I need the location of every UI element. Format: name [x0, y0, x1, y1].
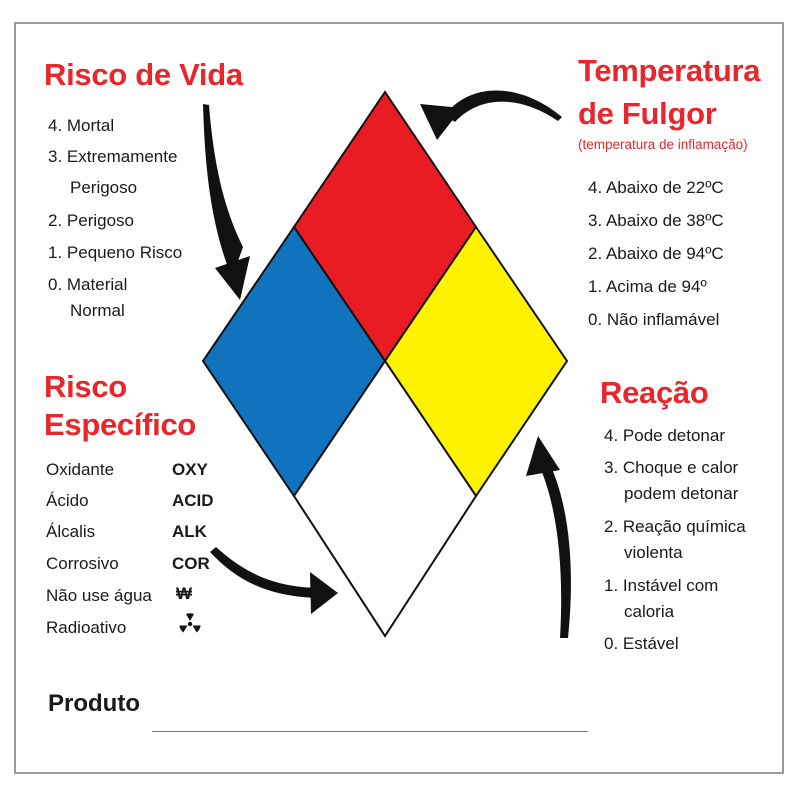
- reactivity-item: caloria: [624, 602, 675, 621]
- health-item: 4. Mortal: [48, 116, 115, 135]
- special-row-label: Radioativo: [46, 618, 127, 637]
- special-row-label: Não use água: [46, 586, 152, 605]
- health-item: 1. Pequeno Risco: [48, 243, 183, 262]
- reactivity-item: podem detonar: [624, 484, 739, 503]
- flammability-title-line1: Temperatura: [578, 53, 761, 88]
- health-item: Normal: [70, 301, 125, 320]
- special-title-line1: Risco: [44, 369, 127, 404]
- arrow-flammability-icon: [445, 90, 562, 122]
- arrow-special-head-icon: [310, 572, 338, 614]
- special-title-line2: Específico: [44, 407, 197, 442]
- reactivity-item: violenta: [624, 543, 683, 562]
- flammability-item: 2. Abaixo de 94ºC: [588, 244, 724, 263]
- flammability-subtitle: (temperatura de inflamação): [578, 137, 748, 152]
- health-title: Risco de Vida: [44, 57, 243, 92]
- reactivity-item: 4. Pode detonar: [604, 426, 725, 445]
- special-row-label: Álcalis: [46, 522, 96, 541]
- flammability-item: 1. Acima de 94º: [588, 277, 707, 296]
- no-water-icon: ₩: [176, 584, 193, 603]
- reactivity-item: 3. Choque e calor: [604, 458, 739, 477]
- health-item: 2. Perigoso: [48, 211, 134, 230]
- flammability-item: 4. Abaixo de 22ºC: [588, 178, 724, 197]
- health-item: 3. Extremamente: [48, 147, 178, 166]
- health-item: 0. Material: [48, 275, 128, 294]
- arrow-health-head-icon: [215, 256, 250, 300]
- flammability-title-line2: de Fulgor: [578, 96, 717, 131]
- flammability-item: 0. Não inflamável: [588, 310, 720, 329]
- special-row-code: ACID: [172, 491, 214, 510]
- arrow-reactivity-head-icon: [526, 436, 560, 476]
- flammability-item: 3. Abaixo de 38ºC: [588, 211, 724, 230]
- special-quadrant: [292, 359, 478, 638]
- special-row-code: OXY: [172, 460, 208, 479]
- produto-label: Produto: [48, 690, 140, 717]
- arrow-health-icon: [203, 104, 243, 278]
- label-frame: [14, 22, 784, 774]
- radiation-icon: [179, 613, 201, 633]
- arrow-flammability-head-icon: [420, 104, 462, 140]
- special-row-code: ALK: [172, 522, 207, 541]
- reactivity-item: 2. Reação química: [604, 517, 746, 536]
- special-row-label: Oxidante: [46, 460, 115, 479]
- special-row-label: Corrosivo: [46, 554, 119, 573]
- arrow-reactivity-icon: [539, 460, 571, 638]
- special-row-label: Ácido: [46, 491, 89, 510]
- special-row-code: COR: [172, 554, 210, 573]
- reactivity-item: 1. Instável com: [604, 576, 719, 595]
- reactivity-title: Reação: [600, 375, 709, 410]
- arrow-special-icon: [210, 547, 320, 598]
- reactivity-item: 0. Estável: [604, 634, 679, 653]
- health-item: Perigoso: [70, 178, 138, 197]
- produto-input-line[interactable]: [152, 731, 588, 732]
